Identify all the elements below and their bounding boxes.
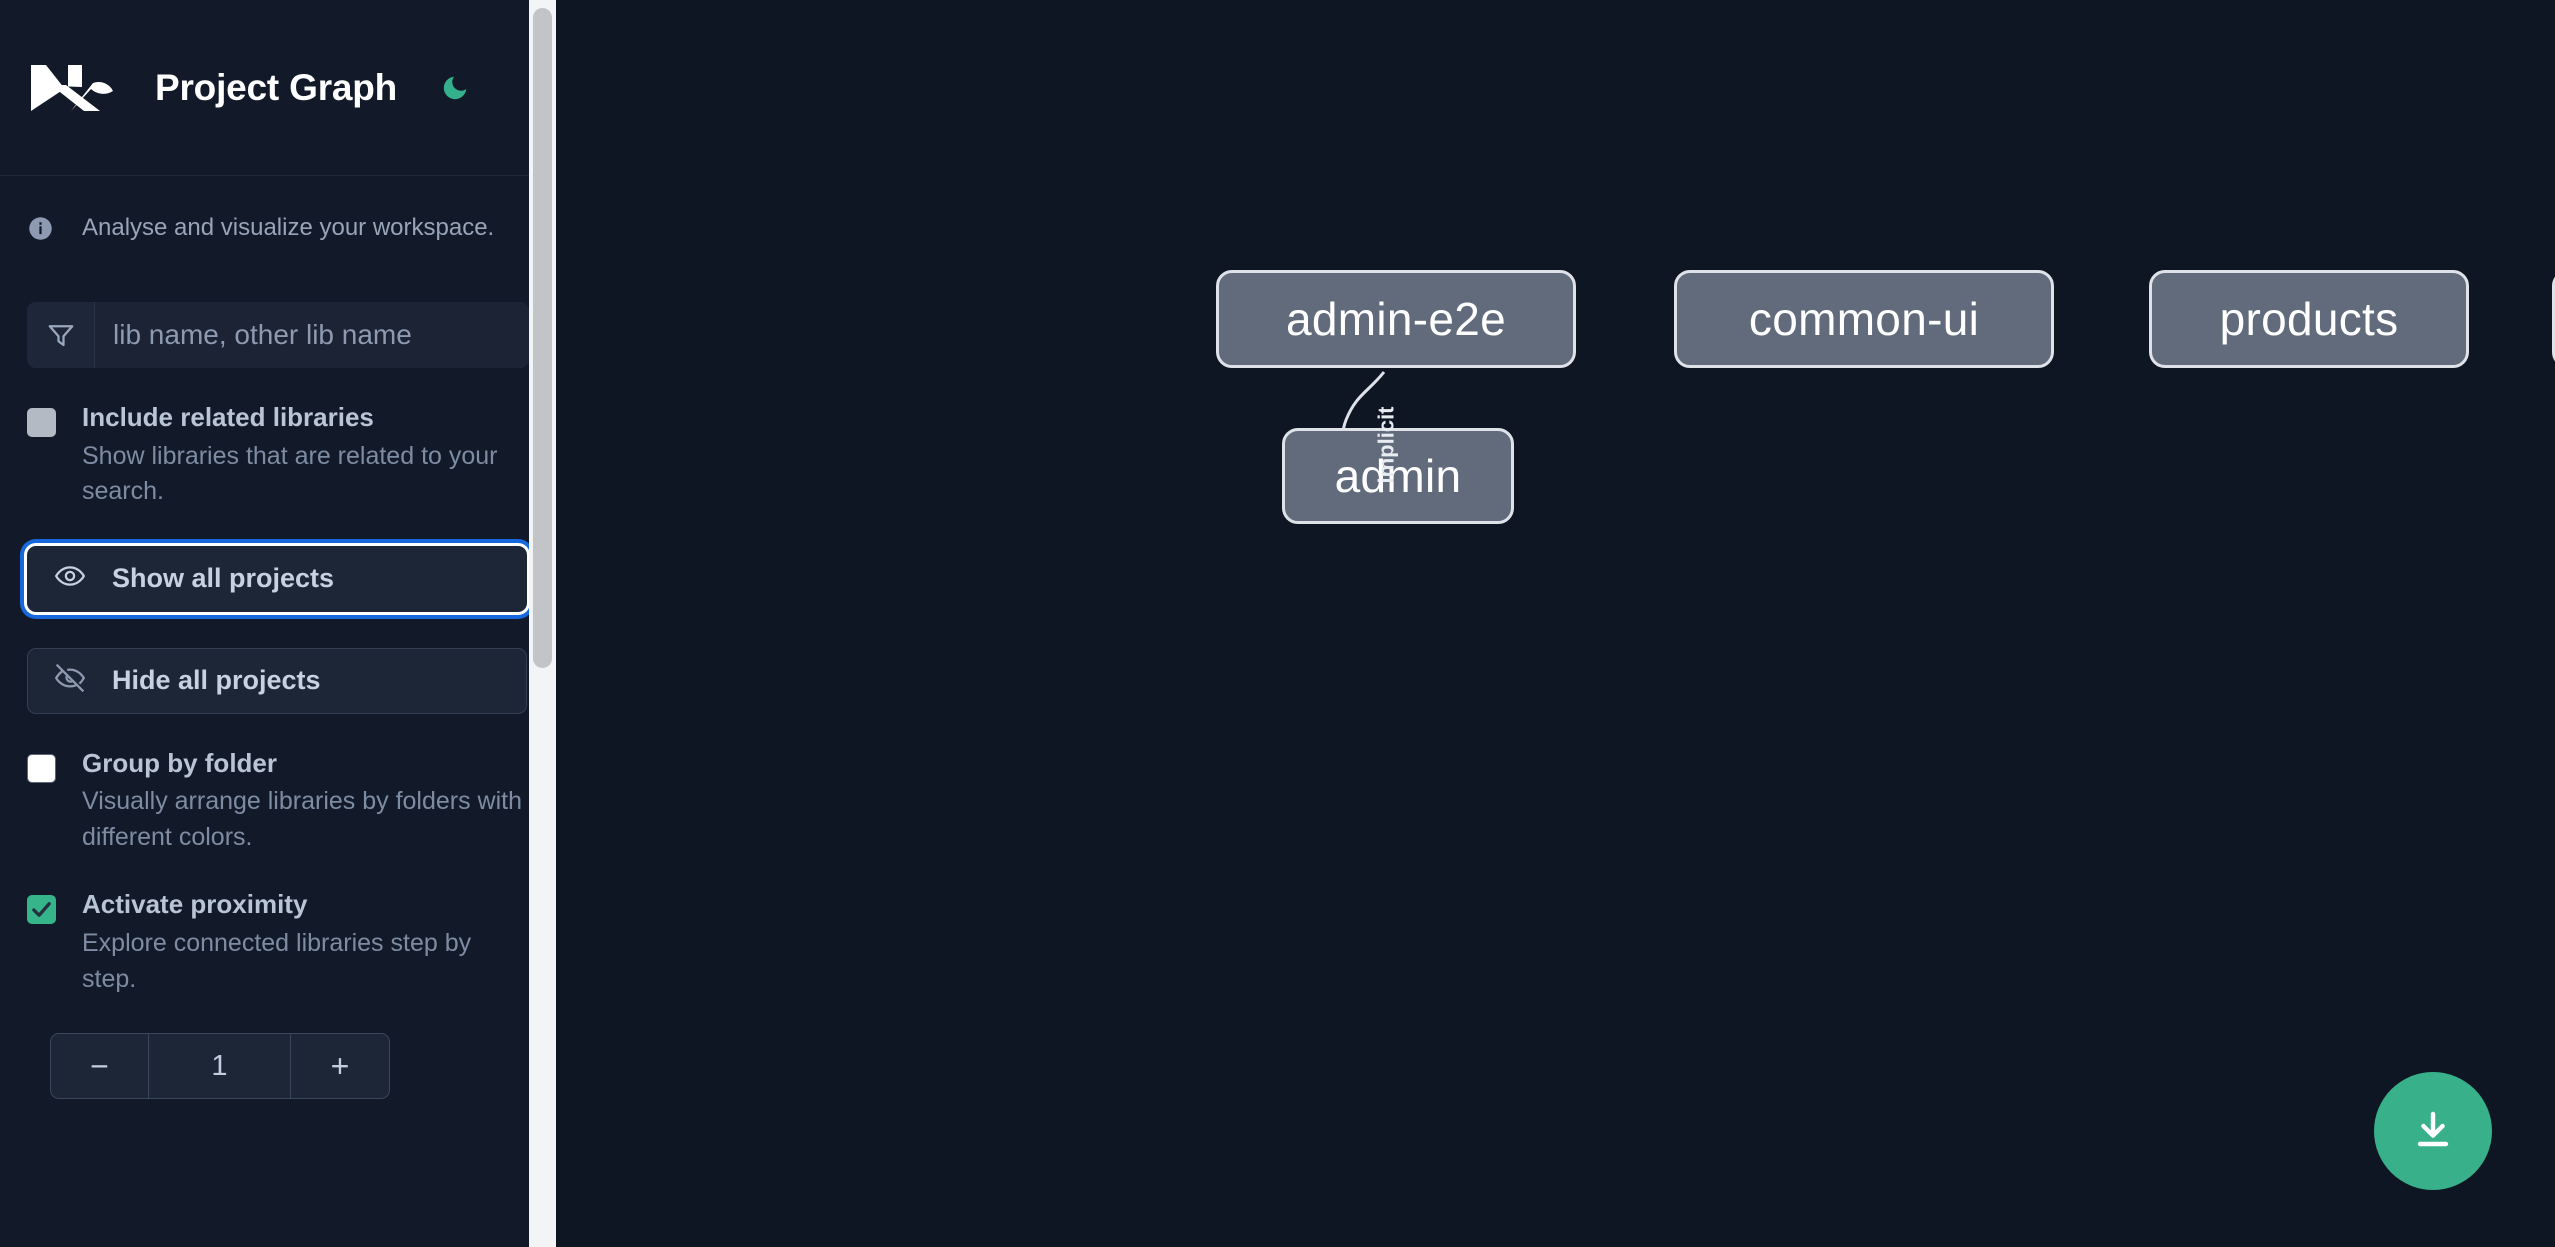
project-graph-canvas[interactable]: admin-e2ecommon-uiproductsstore-e2eadmin…: [556, 0, 2555, 1247]
info-icon: [27, 215, 54, 242]
option-activate-proximity: Activate proximity Explore connected lib…: [27, 889, 529, 997]
option-title: Include related libraries: [82, 402, 374, 432]
option-description: Explore connected libraries step by step…: [82, 929, 472, 993]
proximity-decrement-button[interactable]: −: [51, 1034, 149, 1099]
show-all-projects-button[interactable]: Show all projects: [27, 545, 527, 612]
activate-proximity-checkbox[interactable]: [27, 895, 56, 925]
option-title: Activate proximity: [82, 889, 308, 920]
nx-logo: [27, 59, 119, 117]
graph-node-products[interactable]: products: [2149, 270, 2469, 368]
graph-node-admin-e2e[interactable]: admin-e2e: [1216, 270, 1576, 368]
proximity-value[interactable]: 1: [149, 1034, 291, 1099]
option-include-related-libraries: Include related libraries Show libraries…: [27, 402, 529, 510]
proximity-increment-button[interactable]: +: [330, 1047, 350, 1084]
search-bar: [27, 302, 529, 368]
option-description: Show libraries that are related to your …: [82, 441, 498, 506]
filter-icon[interactable]: [27, 302, 95, 368]
option-text: Include related libraries Show libraries…: [82, 402, 522, 510]
download-icon: [2409, 1106, 2457, 1157]
option-group-by-folder: Group by folder Visually arrange librari…: [27, 748, 529, 856]
sidebar-body: Include related libraries Show libraries…: [0, 302, 556, 1100]
sidebar-scrollbar-track[interactable]: [529, 0, 556, 1247]
sidebar-header: Project Graph: [0, 0, 556, 176]
search-input[interactable]: [95, 302, 529, 368]
moon-icon[interactable]: [433, 66, 477, 110]
show-all-projects-label: Show all projects: [112, 563, 335, 594]
include-related-libraries-checkbox[interactable]: [27, 408, 56, 437]
option-text: Activate proximity Explore connected lib…: [82, 889, 522, 997]
option-title: Group by folder: [82, 747, 277, 778]
hide-all-projects-button[interactable]: Hide all projects: [27, 647, 527, 714]
tagline-text: Analyse and visualize your workspace.: [82, 214, 495, 241]
graph-node-admin[interactable]: admin: [1282, 428, 1514, 524]
hide-all-projects-label: Hide all projects: [112, 665, 321, 696]
group-by-folder-checkbox[interactable]: [27, 753, 56, 783]
sidebar-scrollbar-thumb[interactable]: [533, 8, 552, 668]
option-text: Group by folder Visually arrange librari…: [82, 748, 522, 856]
graph-node-common-ui[interactable]: common-ui: [1674, 270, 2054, 368]
eye-off-icon: [54, 662, 86, 699]
page-title: Project Graph: [155, 66, 398, 108]
sidebar: Project Graph Analyse and visualize your…: [0, 0, 556, 1247]
option-description: Visually arrange libraries by folders wi…: [82, 787, 523, 851]
graph-edge-layer: [1341, 371, 1386, 484]
download-button[interactable]: [2374, 1072, 2492, 1190]
eye-icon: [54, 560, 86, 597]
proximity-stepper: − 1 +: [50, 1033, 390, 1100]
tagline: Analyse and visualize your workspace.: [0, 176, 556, 280]
